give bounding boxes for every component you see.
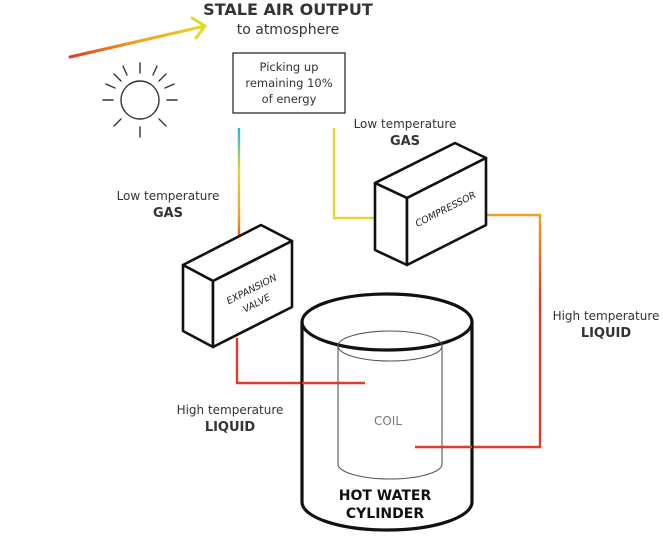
pipe-low-temp-gas-right	[332, 128, 390, 220]
bottom-liquid-label-line-1: High temperature	[177, 403, 284, 417]
cylinder-label-line-1: HOT WATER	[339, 488, 432, 504]
right-liquid-label-line-1: High temperature	[553, 309, 660, 323]
coil-tank	[337, 330, 443, 480]
right-liquid-label-line-2: LIQUID	[581, 326, 632, 341]
right-gas-label-line-2: GAS	[390, 134, 420, 149]
coil-label: COIL	[374, 414, 402, 428]
expansion-valve-box	[181, 223, 294, 349]
page-subtitle: to atmosphere	[237, 22, 340, 38]
bottom-liquid-label-line-2: LIQUID	[205, 420, 256, 435]
compressor-box	[373, 141, 488, 267]
energy-box-line-1: Picking up	[260, 60, 319, 74]
page-title: STALE AIR OUTPUT	[203, 0, 373, 19]
sun-icon	[102, 62, 178, 138]
energy-box-line-3: of energy	[262, 92, 317, 106]
right-gas-label-line-1: Low temperature	[354, 117, 457, 131]
energy-box	[232, 52, 346, 114]
pipe-high-temp-liquid-right	[415, 213, 542, 449]
cylinder-label-line-2: CYLINDER	[346, 506, 424, 522]
arrow-right-icon	[68, 16, 207, 59]
left-gas-label-line-2: GAS	[153, 206, 183, 221]
energy-box-line-2: remaining 10%	[245, 76, 332, 90]
left-gas-label-line-1: Low temperature	[117, 189, 220, 203]
